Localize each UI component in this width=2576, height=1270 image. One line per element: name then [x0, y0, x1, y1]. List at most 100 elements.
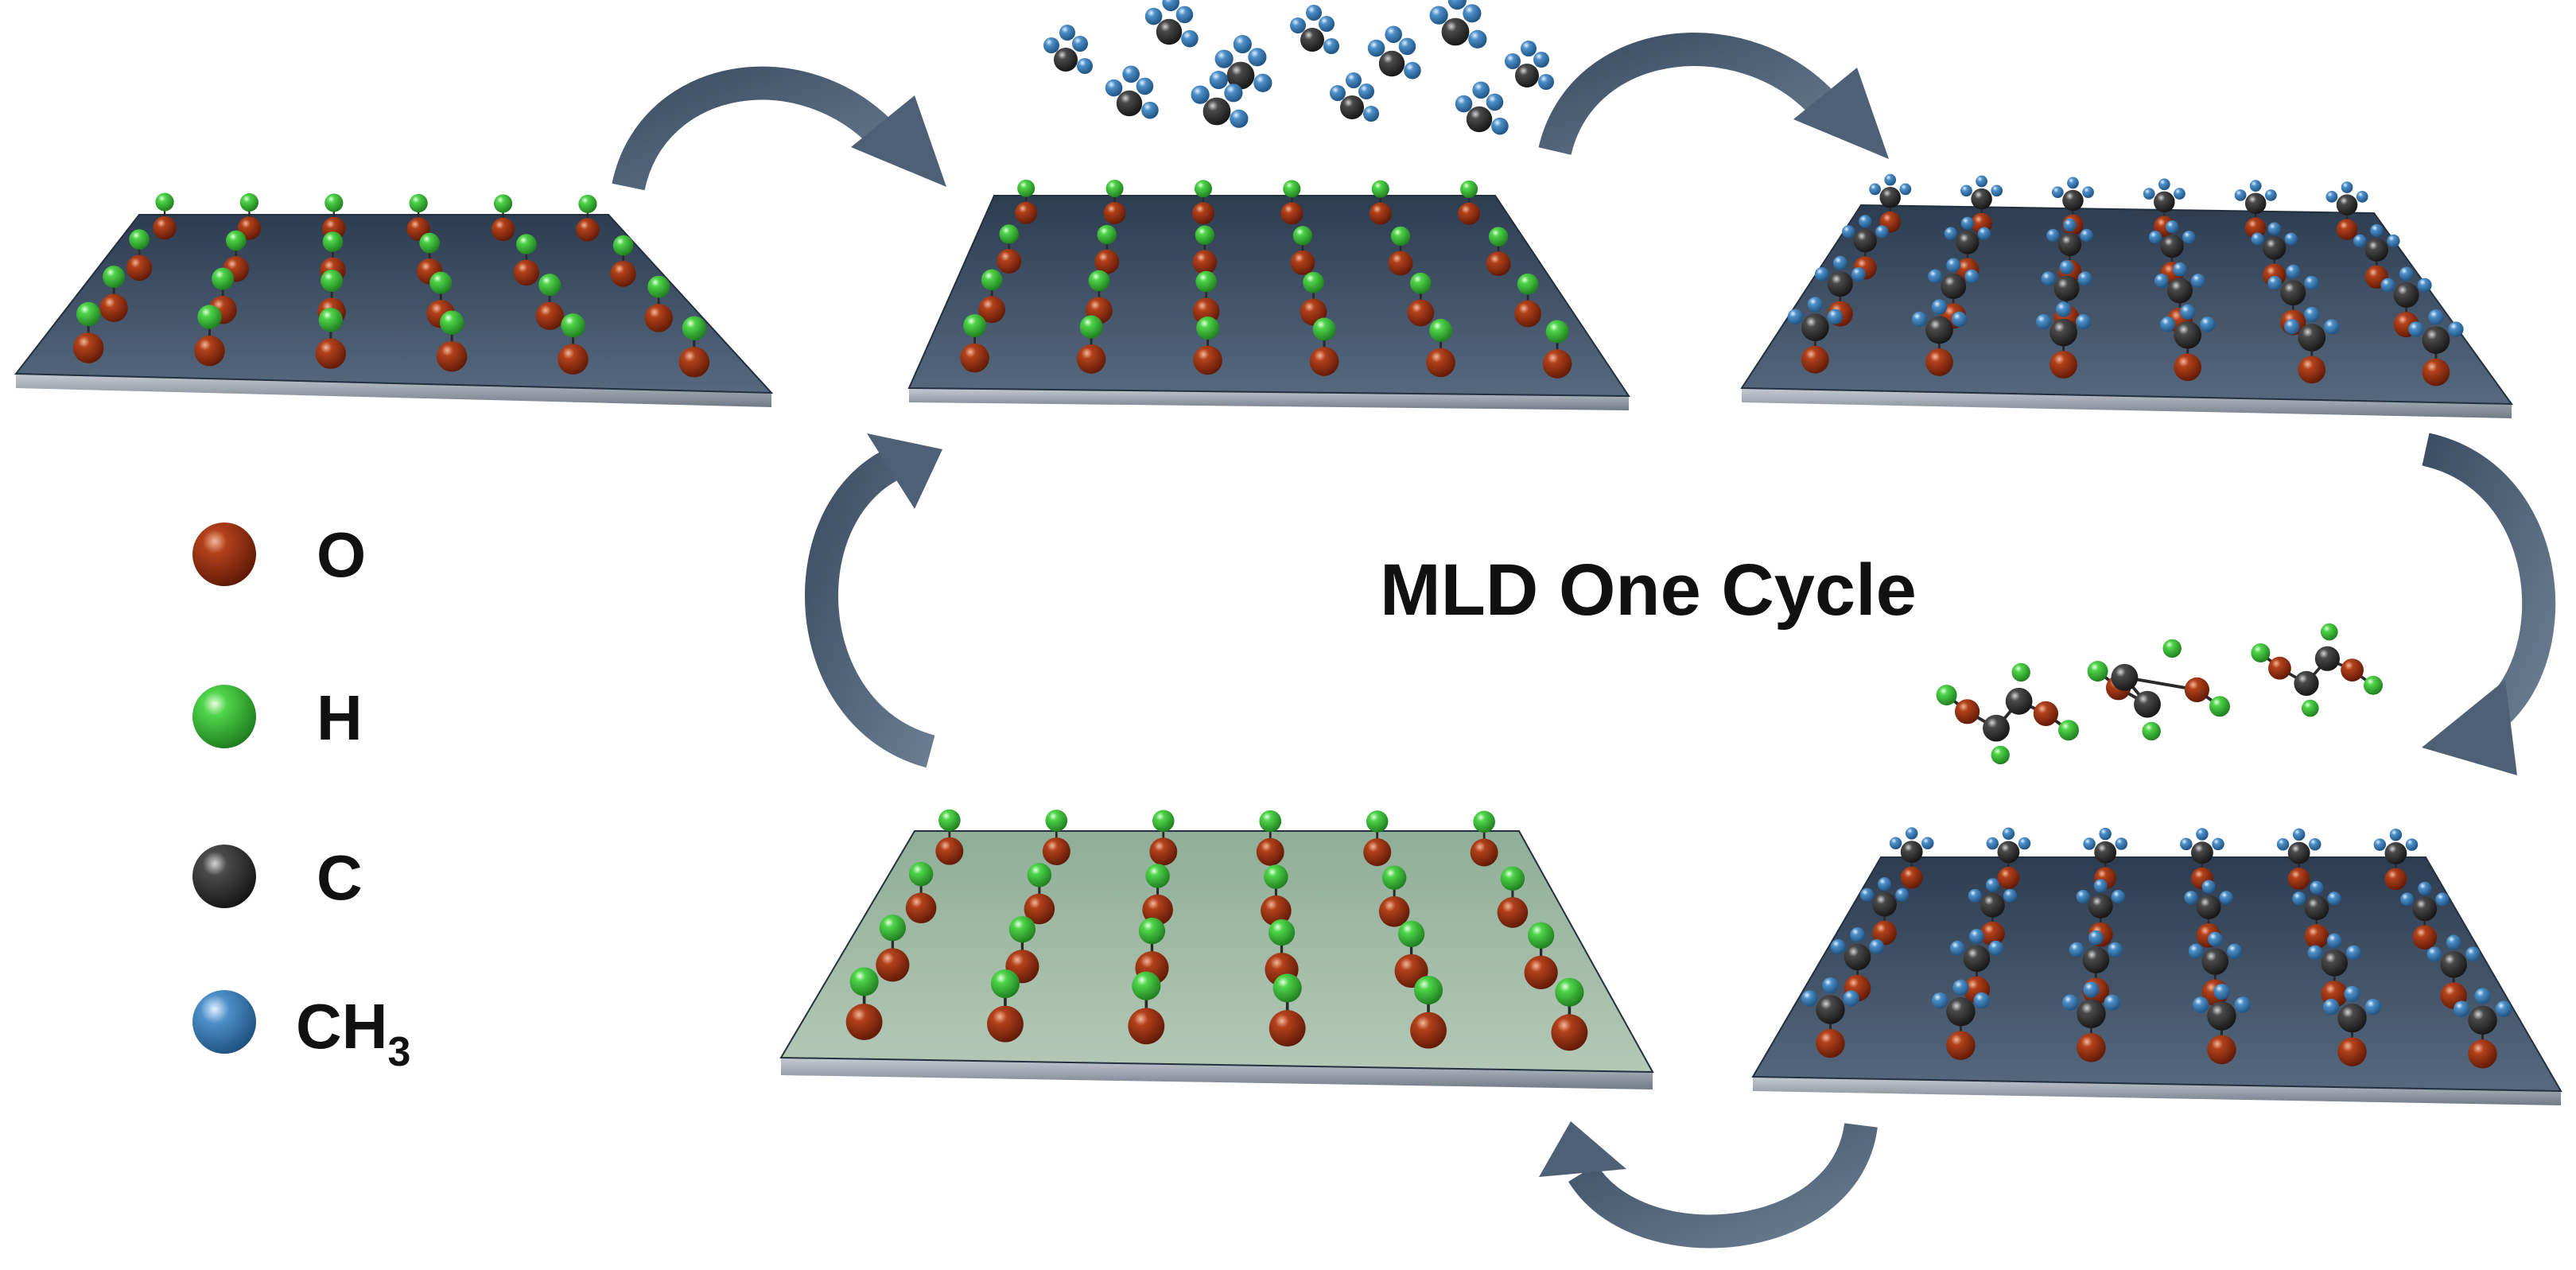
hydrogen-atom [981, 269, 1003, 291]
oxygen-atom [513, 259, 540, 286]
methyl-group [1253, 73, 1272, 92]
methyl-group [2159, 317, 2176, 332]
legend-label-hydrogen: H [317, 682, 363, 753]
hydrogen-atom [1272, 973, 1302, 1003]
methyl-group [2417, 278, 2432, 293]
curved-arrow-icon [1538, 33, 1843, 156]
methyl-group [1059, 25, 1075, 41]
hydrogen-atom [76, 301, 101, 327]
methyl-group [2373, 838, 2387, 851]
methyl-group [1952, 979, 1969, 996]
oxygen-atom [1551, 1014, 1588, 1051]
hydrogen-atom [155, 192, 174, 212]
methyl-group [1230, 109, 1249, 128]
hydrogen-atom [321, 270, 344, 293]
oxygen-atom [2468, 1039, 2497, 1069]
methyl-group [2111, 890, 2125, 904]
oxygen-atom [1410, 1012, 1447, 1049]
methyl-group [1859, 215, 1872, 228]
methyl-group [2115, 837, 2127, 850]
methyl-group [2370, 223, 2384, 238]
hydrogen-atom [561, 313, 585, 338]
methyl-group [1905, 827, 1918, 840]
methyl-group [1521, 41, 1537, 56]
carbon-atom [1925, 316, 1953, 344]
oxygen-atom [1024, 893, 1055, 925]
methyl-group [2380, 278, 2395, 293]
methyl-group [1801, 990, 1818, 1007]
hydrogen-atom [1488, 227, 1509, 247]
carbon-atom [1980, 893, 2005, 918]
hydrogen-atom [963, 314, 987, 337]
methyl-group [1162, 0, 1179, 12]
methyl-group [1105, 79, 1123, 97]
methyl-group [1991, 184, 2003, 197]
methyl-group [1319, 16, 1335, 32]
methyl-group [2083, 837, 2096, 850]
diagram-title: MLD One Cycle [1380, 550, 1917, 631]
methyl-group [2188, 943, 2204, 959]
oxygen-atom [491, 217, 515, 242]
hydrogen-atom [2142, 721, 2161, 741]
methyl-group [1367, 39, 1385, 57]
methyl-group [2093, 879, 2108, 893]
carbon-atom [2422, 326, 2450, 354]
oxygen-atom [153, 216, 177, 240]
oxygen-atom [558, 344, 589, 375]
hydrogen-atom [908, 861, 934, 887]
oxygen-atom [72, 332, 104, 363]
methyl-group [1136, 77, 1154, 95]
oxygen-atom [2412, 925, 2438, 950]
hydrogen-atom [612, 235, 634, 256]
methyl-group [2075, 313, 2092, 330]
oxygen-atom [1280, 202, 1304, 225]
panel-regenerated-oh-surface [779, 809, 1654, 1089]
methyl-group [2341, 181, 2353, 193]
oxygen-atom [1378, 896, 1410, 927]
methyl-group [2304, 275, 2319, 290]
methyl-group [1964, 269, 1980, 284]
methyl-group [2448, 321, 2464, 337]
methyl-group [2148, 231, 2162, 244]
arrowhead-icon [2422, 680, 2517, 775]
carbon-atom [1156, 18, 1183, 45]
hydrogen-atom [578, 194, 597, 214]
methyl-group [2041, 271, 2056, 286]
oxygen-atom [99, 293, 128, 322]
methyl-group [2184, 891, 2198, 905]
methyl-group [1398, 37, 1416, 56]
oxygen-atom [997, 249, 1022, 274]
methyl-group [1976, 175, 1987, 188]
hydrogen-atom [2087, 661, 2108, 682]
methyl-group [1822, 977, 1839, 994]
oxygen-atom [1426, 348, 1455, 378]
methyl-group [1072, 36, 1088, 52]
panel-initial-oh-surface [14, 192, 774, 407]
oxygen-atom [1801, 345, 1829, 374]
methyl-group [1960, 216, 1974, 230]
oxygen-atom [644, 304, 673, 332]
methyl-group [2165, 220, 2179, 234]
carbon-atom [2440, 951, 2467, 978]
arrowhead-icon [851, 95, 946, 187]
hydrogen-atom [2302, 699, 2319, 717]
methyl-group [2465, 946, 2481, 962]
oxygen-atom [935, 837, 964, 865]
methyl-group [2267, 275, 2283, 290]
hydrogen-atom [990, 969, 1020, 999]
methyl-group [1209, 70, 1228, 90]
methyl-group [1486, 93, 1504, 111]
hydrogen-atom [1259, 810, 1282, 833]
oxygen-atom [2336, 219, 2358, 240]
arrowhead-icon [1539, 1121, 1626, 1177]
cycle-arrows [612, 33, 2556, 1249]
methyl-group [2327, 891, 2341, 906]
methyl-group [2356, 190, 2368, 203]
methyl-group [1859, 887, 1874, 902]
substrate-edge [909, 388, 1629, 410]
oxygen-atom [1997, 867, 2020, 889]
methyl-group [2267, 222, 2281, 235]
hydrogen-atom [938, 809, 961, 832]
hydrogen-atom [1517, 273, 1539, 295]
hydrogen-atom [1132, 971, 1161, 1000]
